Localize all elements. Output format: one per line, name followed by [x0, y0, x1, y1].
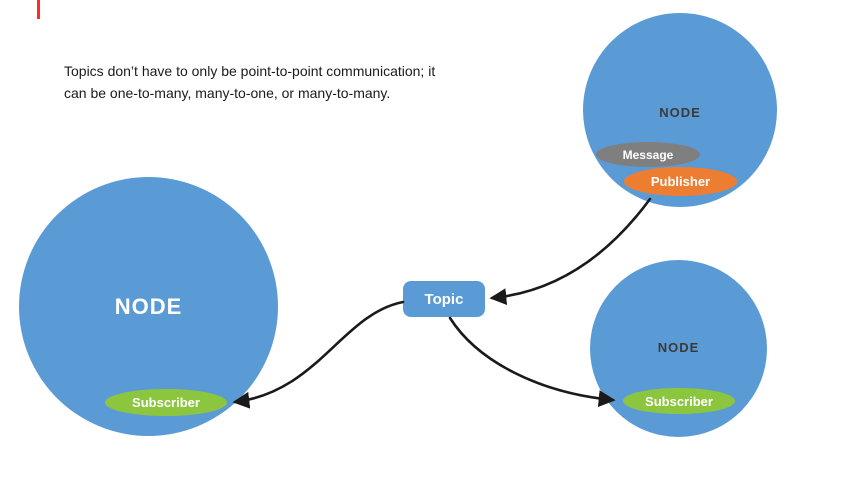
message-pill: Message [596, 142, 700, 167]
node-circle-bottom-right: NODE Subscriber [590, 260, 767, 437]
red-marker-line [37, 0, 40, 19]
subscriber-label-left: Subscriber [132, 395, 200, 410]
node-circle-left: NODE Subscriber [19, 177, 278, 436]
arrow-topic-to-bottomright-subscriber [448, 316, 616, 408]
node-label-left: NODE [114, 294, 183, 319]
node-circle-top-right: NODE Message Publisher [583, 13, 777, 207]
subscriber-label-bottom-right: Subscriber [645, 393, 713, 409]
message-label: Message [622, 147, 674, 162]
subscriber-pill-left: Subscriber [105, 389, 227, 416]
publisher-pill: Publisher [624, 167, 737, 196]
subscriber-pill-bottom-right: Subscriber [623, 388, 735, 414]
topic-box: Topic [403, 281, 485, 317]
caption-line-1: Topics don’t have to only be point-to-po… [64, 63, 436, 79]
node-label-bottom-right: NODE [657, 340, 700, 355]
caption-text: Topics don’t have to only be point-to-po… [64, 60, 480, 105]
node-label-top-right: NODE [659, 105, 701, 120]
topic-label: Topic [424, 290, 464, 308]
caption-line-2: can be one-to-many, many-to-one, or many… [64, 85, 391, 102]
publisher-label: Publisher [650, 174, 711, 189]
